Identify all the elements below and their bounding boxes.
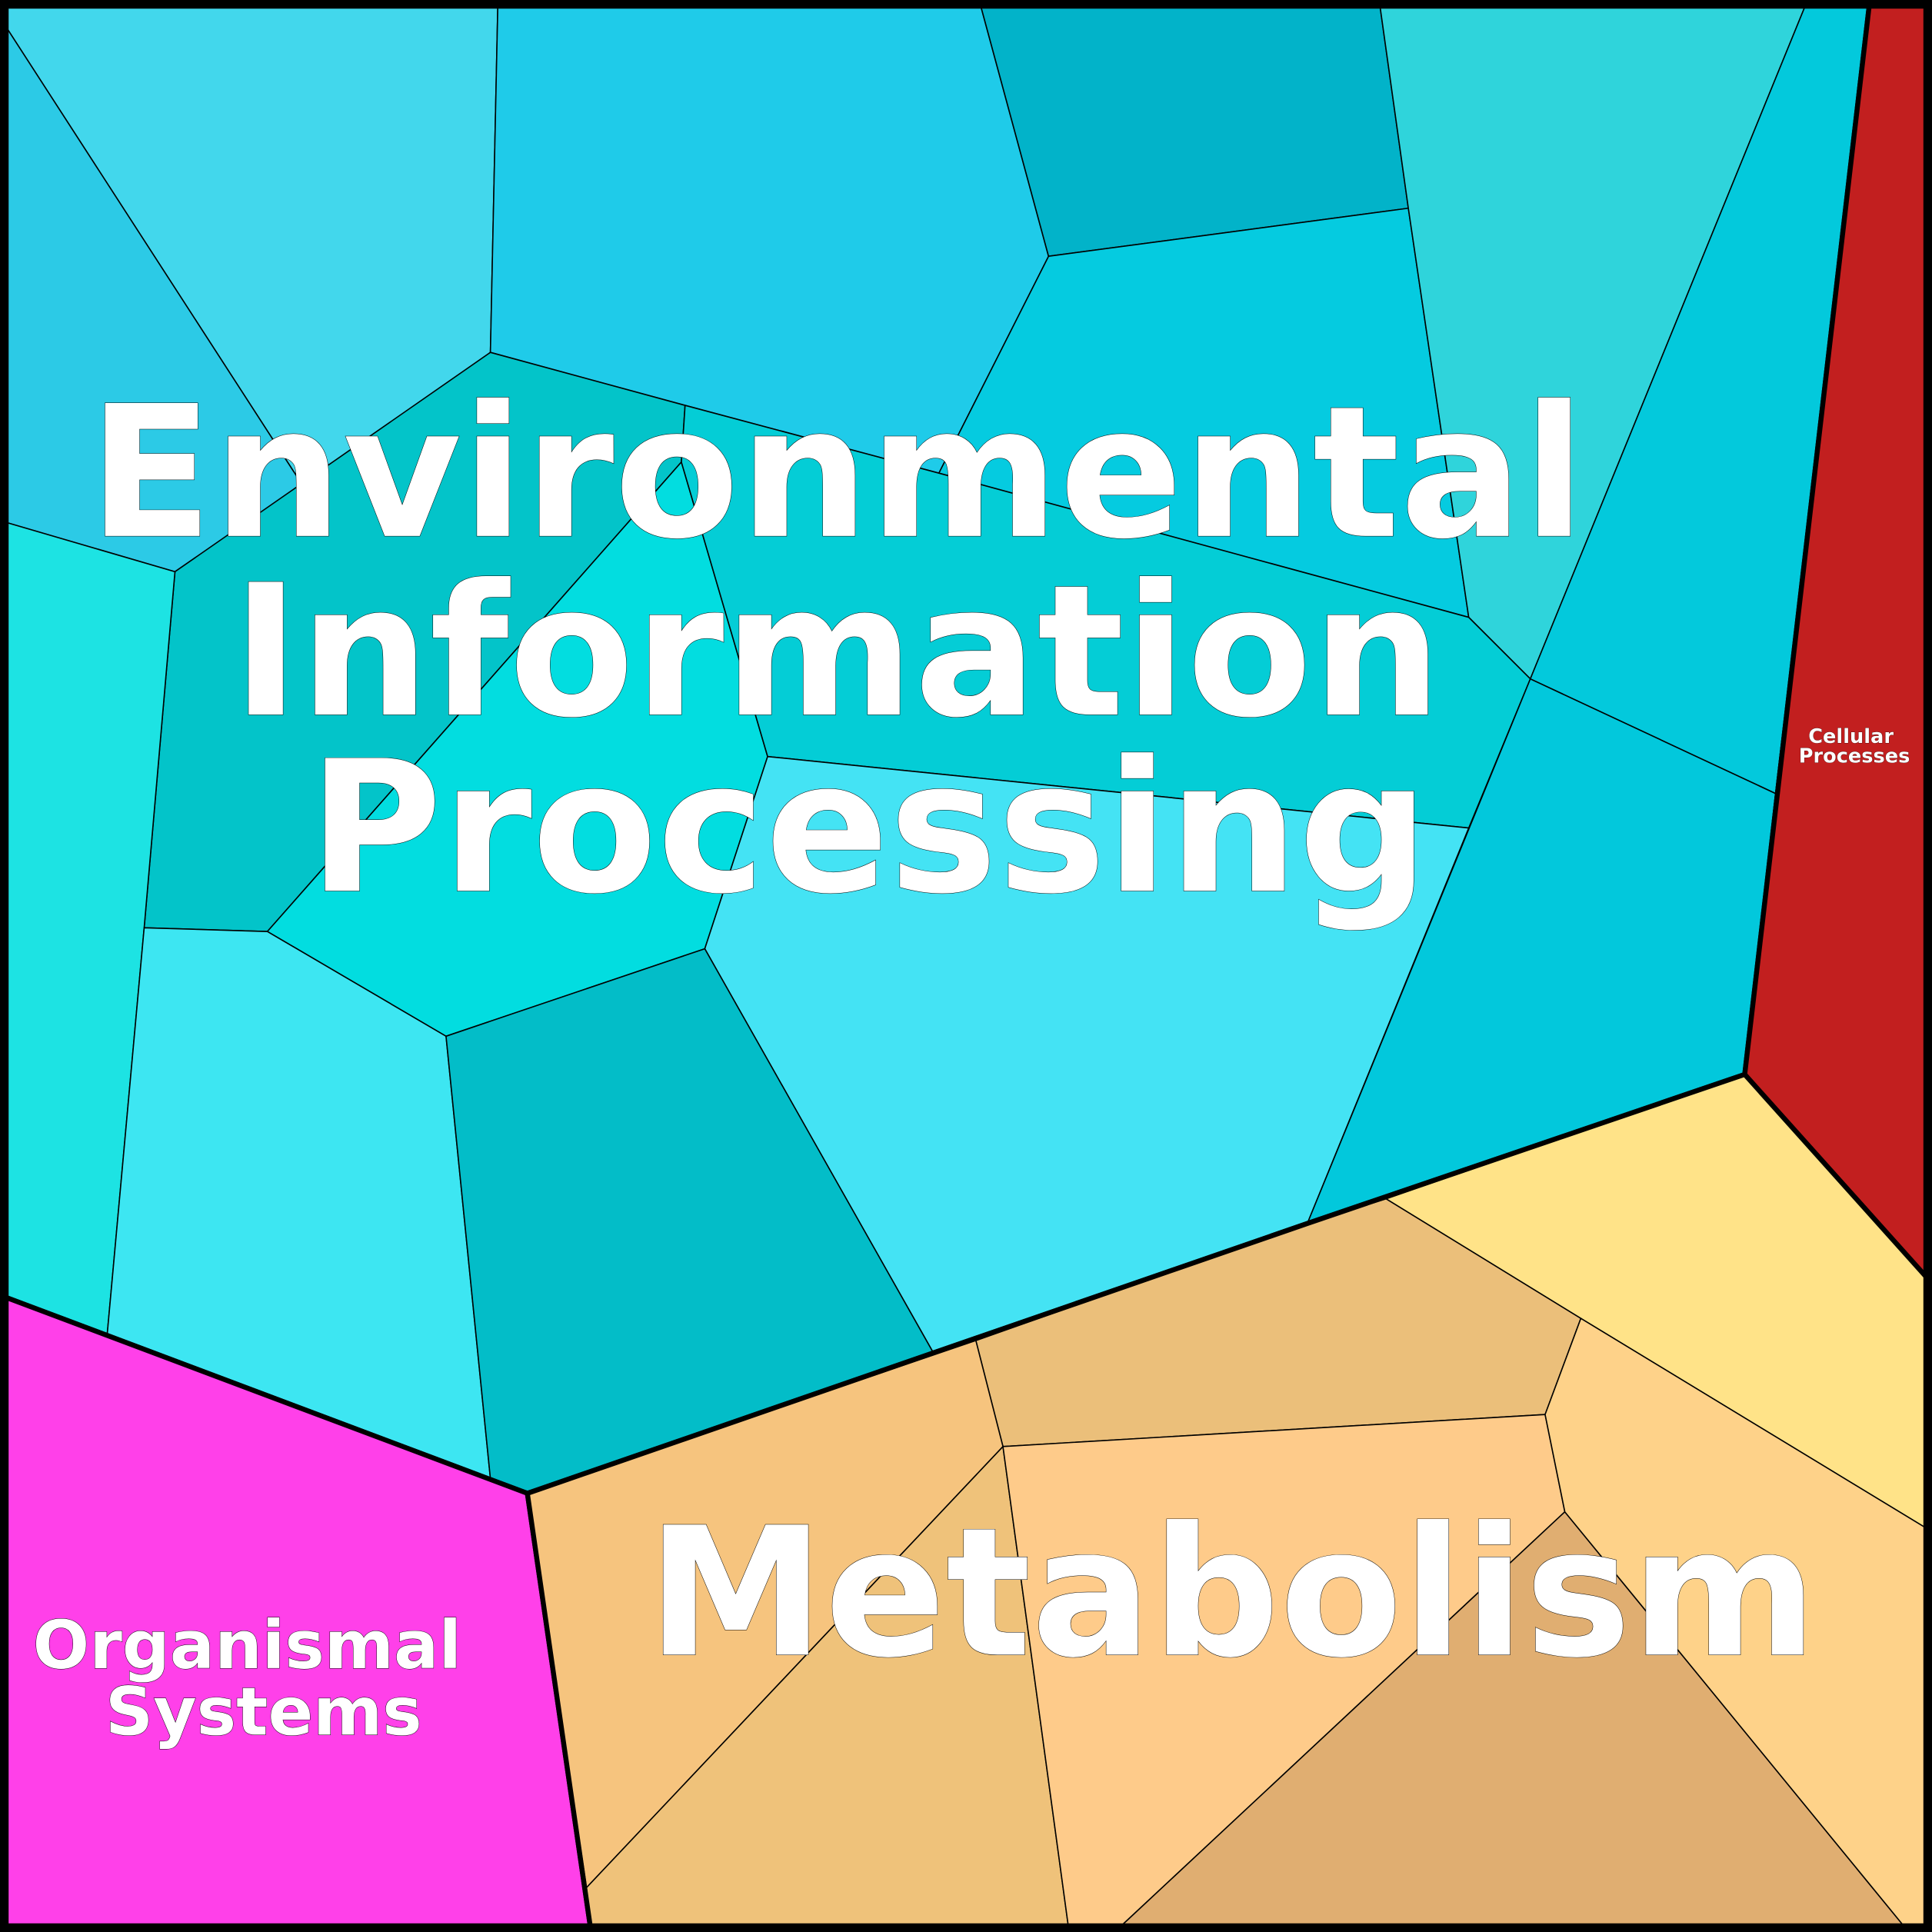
label-line: Cellular bbox=[1808, 725, 1894, 748]
group-metabolism bbox=[525, 1071, 1929, 1929]
label-line: Metabolism bbox=[647, 1489, 1817, 1697]
label-line: Environmental bbox=[88, 367, 1585, 579]
label-organismal-systems: Organismal Systems bbox=[33, 1607, 485, 1751]
label-metabolism: Metabolism bbox=[647, 1489, 1817, 1697]
label-line: Processes bbox=[1799, 745, 1910, 768]
group-environmental-information-processing bbox=[3, 3, 1872, 1496]
label-line: Organismal bbox=[33, 1607, 461, 1684]
label-environmental-information-processing: Environmental Information Processing bbox=[88, 367, 1649, 934]
label-line: Systems bbox=[105, 1674, 422, 1751]
label-cellular-processes: Cellular Processes bbox=[1799, 725, 1910, 768]
label-line: Processing bbox=[308, 721, 1429, 934]
label-line: Information bbox=[232, 545, 1442, 758]
